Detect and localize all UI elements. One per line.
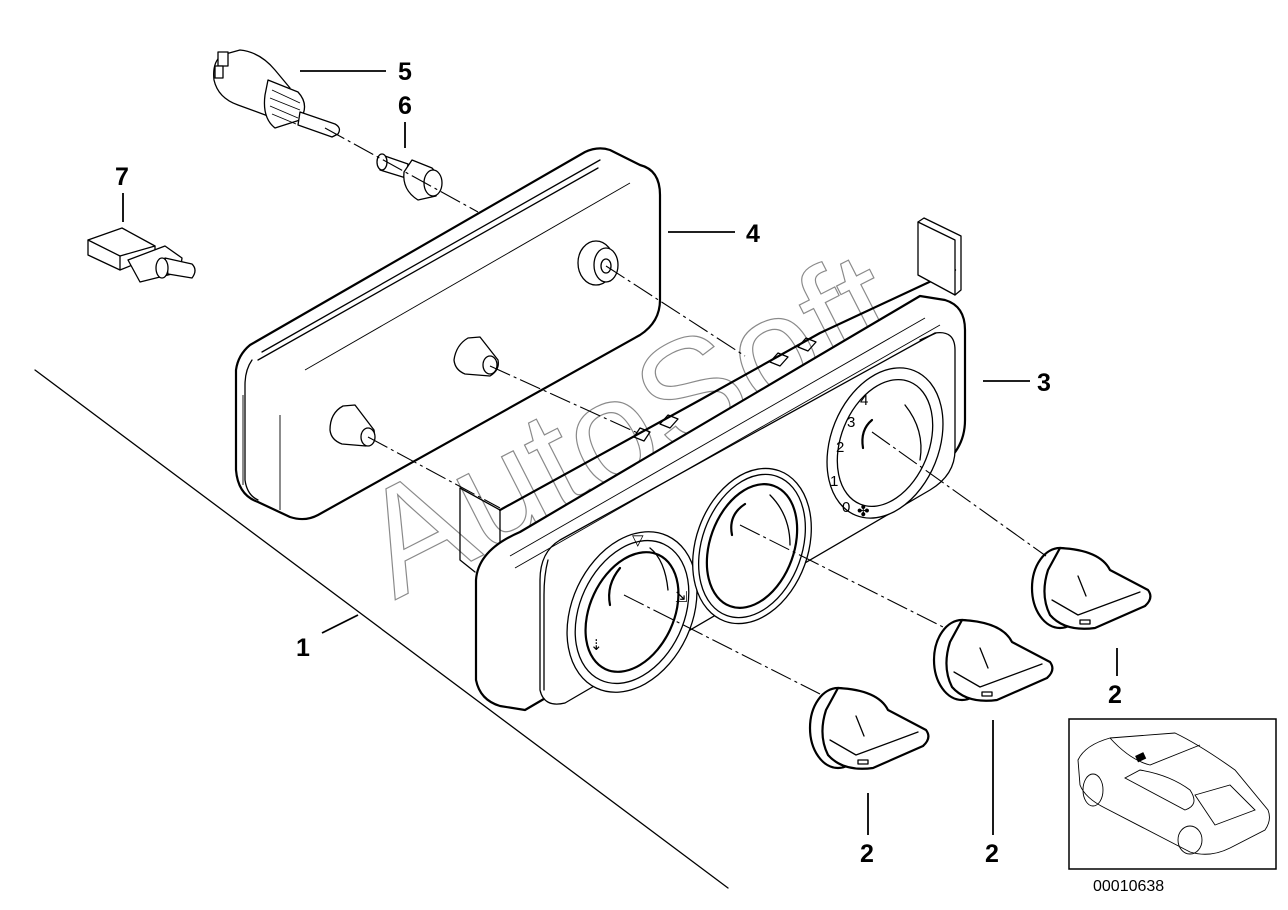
callout-4: 4 xyxy=(746,220,760,248)
part-3-control-unit: ▽ ⇲ ⇣ 0 1 2 3 4 ✤ xyxy=(459,217,967,712)
knob-right xyxy=(1030,546,1152,630)
boss-right xyxy=(577,240,619,286)
fan-scale-4: 4 xyxy=(860,392,868,409)
callout-1: 1 xyxy=(296,634,310,662)
callout-3: 3 xyxy=(1037,369,1051,397)
vent-icon-face: ▽ xyxy=(632,532,644,549)
vent-icon-feet: ⇲ xyxy=(675,589,688,606)
callout-7: 7 xyxy=(115,163,129,191)
dial-fan-speed: 0 1 2 3 4 ✤ xyxy=(826,367,944,520)
fan-scale-3: 3 xyxy=(847,414,855,431)
assembly-lines xyxy=(324,127,1047,695)
callout-5: 5 xyxy=(398,58,412,86)
callout-2-left: 2 xyxy=(860,840,874,868)
reference-number: 00010638 xyxy=(1093,878,1164,895)
callout-6: 6 xyxy=(398,92,412,120)
vehicle-thumbnail xyxy=(1068,718,1277,870)
part-4-cover-plate xyxy=(234,147,662,521)
fan-icon: ✤ xyxy=(857,503,870,520)
fan-scale-1: 1 xyxy=(830,473,838,490)
callout-2-middle: 2 xyxy=(985,840,999,868)
dial-temperature xyxy=(692,467,812,625)
vent-icon-defrost: ⇣ xyxy=(590,637,603,654)
boss-middle xyxy=(453,336,499,377)
car-outline-icon xyxy=(1077,732,1270,855)
callout-2-right: 2 xyxy=(1108,681,1122,709)
leader-lines xyxy=(122,70,1118,835)
callouts: 5 6 7 4 3 1 2 2 2 xyxy=(115,58,1122,868)
mounting-surface-line xyxy=(34,369,729,889)
knob-middle xyxy=(932,618,1054,702)
fan-scale-2: 2 xyxy=(836,439,844,456)
part-6-adapter xyxy=(376,153,443,201)
part-5-actuator xyxy=(213,49,341,138)
knob-left xyxy=(808,686,930,770)
part-7-bulb-holder xyxy=(87,227,196,283)
fan-scale-0: 0 xyxy=(842,499,850,516)
dial-air-distribution: ▽ ⇲ ⇣ xyxy=(566,531,698,693)
boss-left xyxy=(329,404,376,447)
